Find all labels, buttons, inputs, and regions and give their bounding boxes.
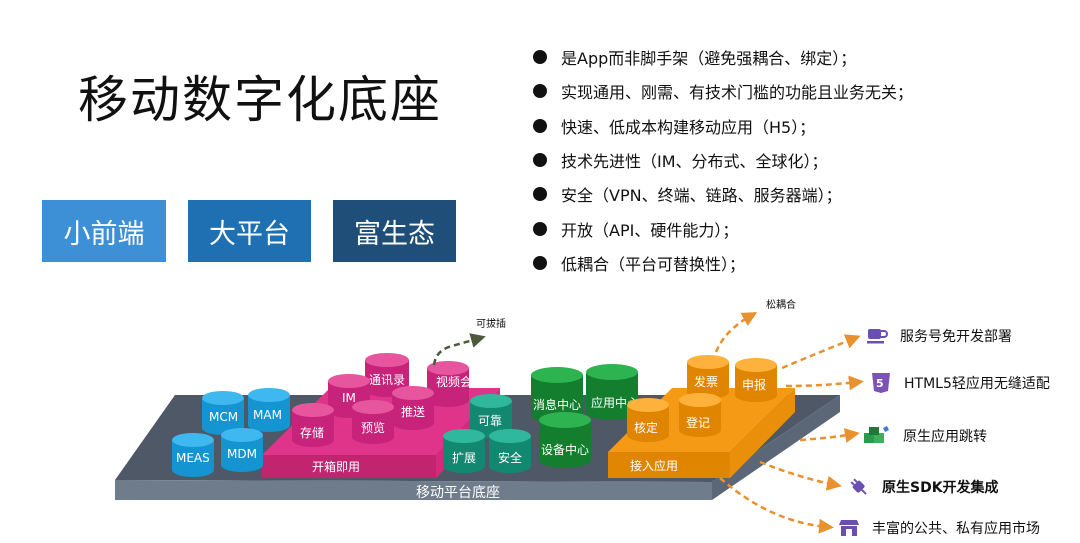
cylinder-invoice: 发票: [687, 355, 729, 399]
bullet-icon: [533, 153, 547, 168]
cylinder-reliable: 可靠: [470, 394, 512, 438]
cylinder-register: 登记: [679, 393, 721, 437]
output-arrow: [781, 334, 861, 370]
output-arrow: [759, 460, 842, 491]
feature-item: 实现通用、刚需、有技术门槛的功能且业务无关；: [533, 74, 913, 108]
pink-block-label: 开箱即用: [312, 459, 360, 474]
cylinder-extend: 扩展: [443, 429, 485, 473]
feature-item: 快速、低成本构建移动应用（H5）；: [533, 109, 913, 143]
base-label: 移动平台底座: [416, 485, 500, 501]
svg-text:存储: 存储: [300, 425, 324, 440]
loose-coupling-arrow: [714, 312, 758, 353]
svg-text:MEAS: MEAS: [176, 451, 210, 465]
orange-block-label: 接入应用: [630, 458, 678, 473]
output-service-account: 服务号免开发部署: [866, 325, 1012, 347]
svg-text:消息中心: 消息中心: [533, 397, 581, 412]
svg-text:视频会议: 视频会议: [436, 374, 484, 389]
loose-coupling-label: 松耦合: [766, 298, 796, 311]
output-native-jump: 原生应用跳转: [863, 425, 987, 447]
tag-big-platform: 大平台: [188, 200, 311, 262]
cylinder-verify: 核定: [627, 398, 669, 442]
svg-text:通讯录: 通讯录: [369, 373, 405, 387]
cylinder-device-center: 设备中心: [539, 412, 591, 468]
tag-rich-ecosystem: 富生态: [333, 200, 456, 262]
cylinder-storage: 存储: [292, 403, 334, 447]
feature-item: 低耦合（平台可替换性）；: [533, 246, 913, 280]
feature-item: 安全（VPN、终端、链路、服务器端）；: [533, 177, 913, 211]
svg-text:发票: 发票: [694, 374, 718, 389]
tag-small-front: 小前端: [42, 200, 166, 262]
svg-text:申报: 申报: [742, 377, 766, 392]
svg-text:安全: 安全: [498, 450, 522, 465]
svg-text:登记: 登记: [686, 415, 710, 430]
bullet-icon: [533, 221, 547, 236]
pluggable-label: 可拔插: [476, 317, 506, 330]
cylinder-im: IM: [328, 374, 370, 418]
cylinder-meas: MEAS: [172, 433, 214, 477]
cylinder-video-meeting: 视频会议: [427, 361, 484, 407]
feature-item: 开放（API、硬件能力）；: [533, 211, 913, 245]
feature-item: 是App而非脚手架（避免强耦合、绑定）；: [533, 40, 913, 74]
cylinder-mdm: MDM: [221, 428, 263, 472]
svg-text:IM: IM: [342, 391, 356, 405]
cylinder-declare: 申报: [735, 358, 777, 402]
svg-text:扩展: 扩展: [452, 451, 476, 465]
svg-text:MAM: MAM: [253, 408, 282, 422]
cup-icon: [866, 325, 888, 347]
cylinder-mam: MAM: [248, 388, 290, 432]
bullet-icon: [533, 84, 547, 99]
plug-icon: [848, 476, 870, 498]
cylinder-preview: 预览: [352, 400, 394, 444]
svg-text:5: 5: [876, 377, 884, 390]
svg-text:设备中心: 设备中心: [541, 442, 589, 457]
output-arrow: [719, 477, 834, 534]
bullet-icon: [533, 187, 547, 202]
html5-icon: 5: [870, 372, 892, 394]
output-arrow: [799, 428, 860, 443]
output-html5: 5 HTML5轻应用无缝适配: [870, 372, 1050, 394]
svg-text:推送: 推送: [401, 404, 425, 419]
page-title: 移动数字化底座: [78, 71, 442, 129]
svg-text:可靠: 可靠: [478, 414, 502, 428]
output-app-market: 丰富的公共、私有应用市场: [838, 517, 1040, 539]
store-icon: [838, 517, 860, 539]
feature-item: 技术先进性（IM、分布式、全球化）；: [533, 143, 913, 177]
feature-list: 是App而非脚手架（避免强耦合、绑定）； 实现通用、刚需、有技术门槛的功能且业务…: [533, 40, 913, 280]
cylinder-security: 安全: [489, 429, 531, 473]
svg-text:预览: 预览: [361, 420, 385, 435]
bullet-icon: [533, 255, 547, 270]
svg-text:核定: 核定: [634, 420, 658, 435]
pluggable-arrow: [432, 333, 486, 366]
svg-text:MCM: MCM: [209, 410, 238, 424]
output-native-sdk: 原生SDK开发集成: [848, 476, 999, 498]
cylinder-contacts: 通讯录: [365, 353, 409, 397]
app-blocks-icon: [863, 425, 891, 447]
bullet-icon: [533, 118, 547, 133]
output-arrow: [785, 375, 864, 391]
svg-text:MDM: MDM: [227, 447, 257, 461]
cylinder-push: 推送: [392, 386, 434, 430]
bullet-icon: [533, 50, 547, 65]
